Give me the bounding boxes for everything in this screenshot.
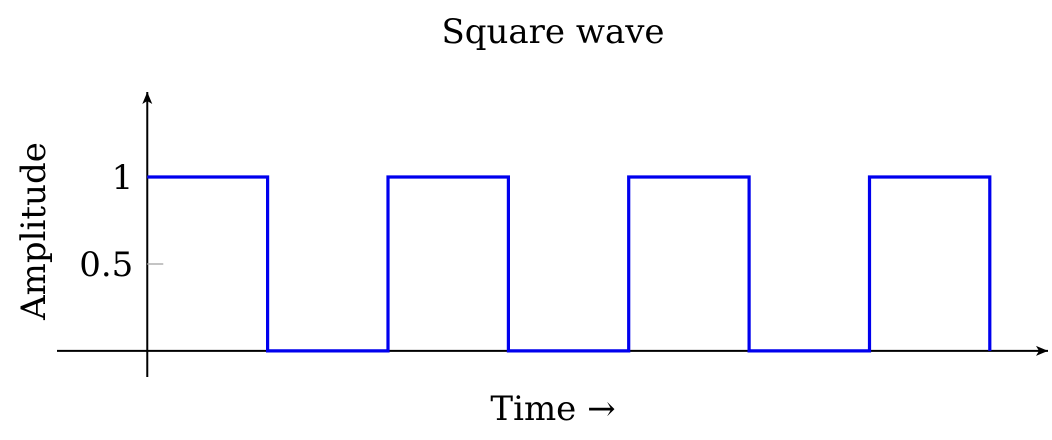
x-axis-label: Time → xyxy=(490,389,615,429)
y-ticks: 0.51 xyxy=(79,158,164,285)
series-group xyxy=(147,175,992,353)
y-tick-label: 0.5 xyxy=(79,245,133,285)
y-axis-label: Amplitude xyxy=(14,142,54,321)
chart-title: Square wave xyxy=(441,12,664,52)
series-line-0 xyxy=(147,175,992,353)
axes xyxy=(57,92,1048,377)
y-tick-label: 1 xyxy=(112,158,134,198)
